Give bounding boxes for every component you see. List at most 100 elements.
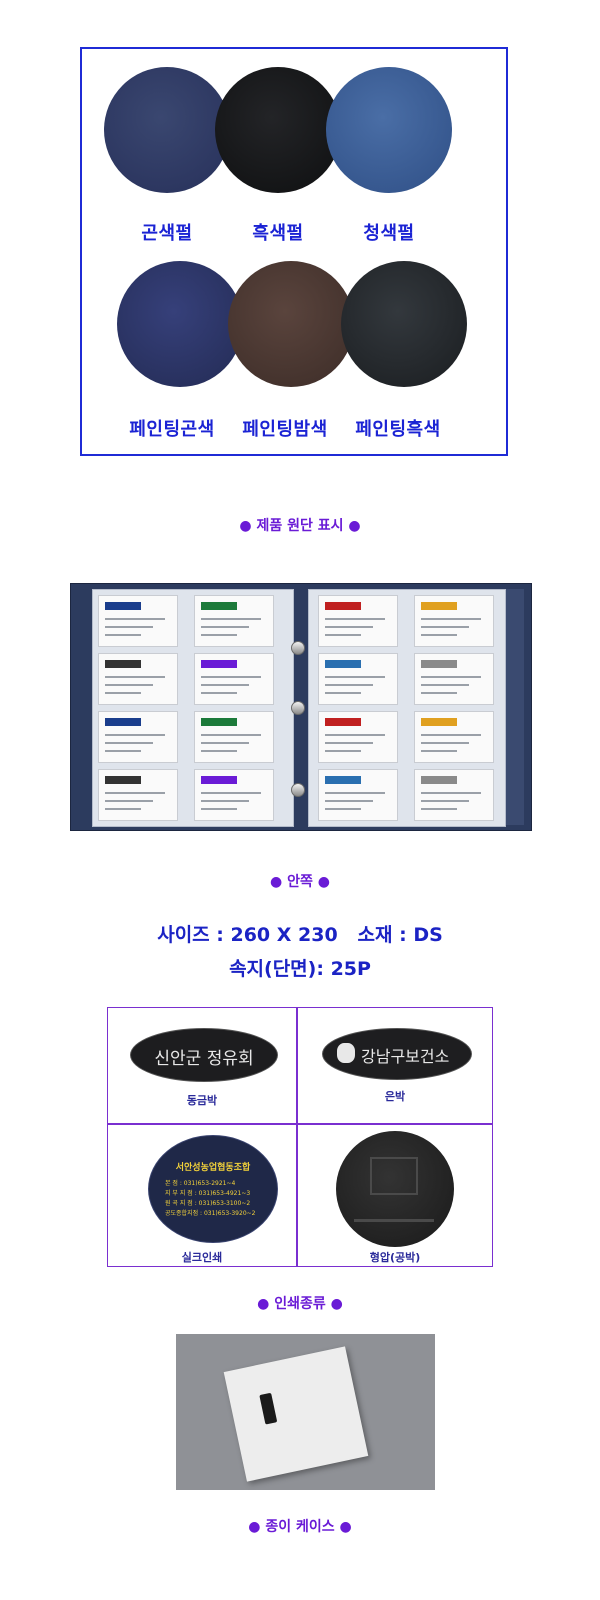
print-type-label: 동금박 xyxy=(186,1094,218,1107)
swatch-navy-pearl xyxy=(104,67,230,193)
card-logo xyxy=(105,718,141,726)
card-text-line xyxy=(421,684,469,686)
swatch-label-navy-pearl: 곤색펄 xyxy=(141,223,193,244)
card-logo xyxy=(325,660,361,668)
silk-print-line: 공도종합지점 : 031)653-3920~2 xyxy=(165,1210,256,1217)
card-text-line xyxy=(201,692,237,694)
emboss-sample xyxy=(336,1131,454,1247)
business-card xyxy=(194,653,274,705)
paper-case-photo xyxy=(176,1334,435,1490)
business-card xyxy=(318,711,398,763)
card-text-line xyxy=(421,792,481,794)
card-text-line xyxy=(325,618,385,620)
card-text-line xyxy=(105,692,141,694)
card-logo xyxy=(105,776,141,784)
card-text-line xyxy=(105,808,141,810)
binder-ring xyxy=(291,701,305,715)
silk-print-line: 원 곡 지 점 : 031)653-3100~2 xyxy=(165,1200,251,1207)
business-card xyxy=(98,653,178,705)
card-text-line xyxy=(421,676,481,678)
swatch-black-pearl xyxy=(215,67,341,193)
card-text-line xyxy=(325,684,373,686)
card-text-line xyxy=(325,800,373,802)
card-text-line xyxy=(105,626,153,628)
print-type-label: 형압(공박) xyxy=(369,1251,421,1264)
swatch-painting-navy xyxy=(117,261,243,387)
fabric-swatch-panel: 곤색펄 흑색펄 청색펄 페인팅곤색 페인팅밤색 페인팅흑색 xyxy=(80,47,508,456)
card-logo xyxy=(105,660,141,668)
card-text-line xyxy=(105,618,165,620)
print-type-label: 은박 xyxy=(384,1090,406,1103)
binder-ring xyxy=(291,783,305,797)
swatch-label-painting-black: 페인팅흑색 xyxy=(355,419,441,440)
card-logo xyxy=(201,660,237,668)
card-text-line xyxy=(105,684,153,686)
card-text-line xyxy=(421,634,457,636)
card-text-line xyxy=(421,618,481,620)
card-text-line xyxy=(325,808,361,810)
card-text-line xyxy=(421,800,469,802)
card-text-line xyxy=(105,750,141,752)
card-text-line xyxy=(105,734,165,736)
card-text-line xyxy=(105,676,165,678)
card-text-line xyxy=(421,742,469,744)
card-text-line xyxy=(201,634,237,636)
card-text-line xyxy=(105,634,141,636)
card-logo xyxy=(325,602,361,610)
binder-ring xyxy=(291,641,305,655)
card-text-line xyxy=(421,734,481,736)
card-text-line xyxy=(325,626,373,628)
section-title-inside: ● 안쪽 ● xyxy=(270,874,330,890)
card-text-line xyxy=(201,792,261,794)
business-card xyxy=(414,653,494,705)
emboss-mountain-icon xyxy=(370,1157,418,1195)
card-text-line xyxy=(325,742,373,744)
business-card xyxy=(318,653,398,705)
print-type-gold-foil: 신안군 정유회 동금박 xyxy=(108,1008,296,1123)
card-text-line xyxy=(201,676,261,678)
print-type-silk-print: 서안성농업협동조합 본 점 : 031)653-2921~4 지 부 지 점 :… xyxy=(108,1125,296,1266)
business-card xyxy=(98,769,178,821)
album-inside-photo xyxy=(70,583,532,831)
section-title-fabric: ● 제품 원단 표시 ● xyxy=(239,518,361,534)
album-right-edge xyxy=(506,589,524,825)
gold-foil-sample: 신안군 정유회 xyxy=(130,1028,278,1082)
business-card xyxy=(414,595,494,647)
card-logo xyxy=(105,602,141,610)
section-title-paper-case: ● 종이 케이스 ● xyxy=(248,1519,352,1535)
silver-foil-sample: 강남구보건소 xyxy=(322,1028,472,1080)
business-card xyxy=(194,711,274,763)
card-text-line xyxy=(201,734,261,736)
card-text-line xyxy=(201,626,249,628)
card-text-line xyxy=(421,808,457,810)
print-type-grid: 신안군 정유회 동금박 강남구보건소 은박 서안성농업협동조합 본 점 : 03… xyxy=(107,1007,493,1267)
swatch-label-painting-brown: 페인팅밤색 xyxy=(242,419,328,440)
print-type-silver-foil: 강남구보건소 은박 xyxy=(298,1008,492,1123)
card-text-line xyxy=(201,742,249,744)
silk-print-title: 서안성농업협동조합 xyxy=(175,1163,251,1173)
gold-foil-sample-text: 신안군 정유회 xyxy=(154,1049,254,1069)
card-text-line xyxy=(325,750,361,752)
swatch-label-blue-pearl: 청색펄 xyxy=(363,223,415,244)
card-text-line xyxy=(201,750,237,752)
silk-print-sample: 서안성농업협동조합 본 점 : 031)653-2921~4 지 부 지 점 :… xyxy=(148,1135,278,1243)
business-card xyxy=(98,711,178,763)
card-text-line xyxy=(105,792,165,794)
card-logo xyxy=(325,718,361,726)
card-logo xyxy=(325,776,361,784)
emboss-script-mark xyxy=(354,1205,434,1222)
grid-divider-v xyxy=(296,1008,298,1266)
spec-inner-sheets: 속지(단면): 25P xyxy=(229,958,371,980)
spec-size-material: 사이즈 : 260 X 230 소재 : DS xyxy=(157,924,443,946)
silver-foil-logo-icon xyxy=(337,1043,355,1063)
card-text-line xyxy=(201,800,249,802)
card-logo xyxy=(201,718,237,726)
business-card xyxy=(194,769,274,821)
card-text-line xyxy=(325,634,361,636)
swatch-blue-pearl xyxy=(326,67,452,193)
swatch-painting-brown xyxy=(228,261,354,387)
silk-print-line: 본 점 : 031)653-2921~4 xyxy=(165,1180,236,1187)
swatch-painting-black xyxy=(341,261,467,387)
business-card xyxy=(194,595,274,647)
business-card xyxy=(414,711,494,763)
